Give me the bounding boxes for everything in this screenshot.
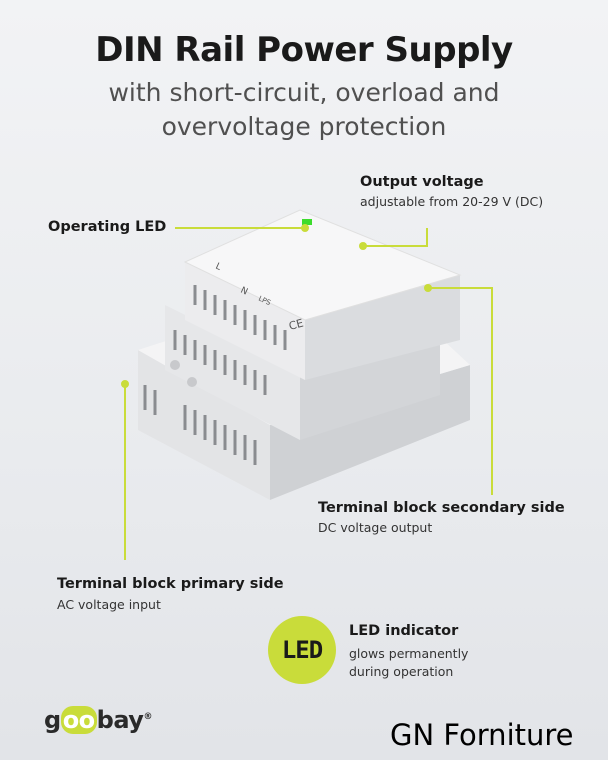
primary-terminal-title: Terminal block primary side [57, 576, 284, 592]
operating-led-light [302, 219, 312, 225]
svg-text:CE: CE [287, 317, 305, 333]
primary-terminal-desc: AC voltage input [57, 597, 161, 612]
goobay-logo: goobay® [44, 706, 152, 734]
subtitle-line-1: with short-circuit, overload and [108, 78, 500, 107]
led-indicator-desc-1: glows permanently [349, 646, 469, 661]
subtitle-line-2: overvoltage protection [161, 112, 447, 141]
secondary-terminal-title: Terminal block secondary side [318, 500, 565, 516]
callout-lines [124, 227, 493, 560]
output-voltage-title: Output voltage [360, 174, 484, 190]
svg-text:L: L [214, 262, 223, 273]
led-indicator-desc-2: during operation [349, 664, 454, 679]
svg-text:N: N [239, 286, 249, 298]
secondary-terminal-desc: DC voltage output [318, 520, 433, 535]
operating-led-title: Operating LED [48, 219, 167, 235]
led-badge-icon: LED [268, 616, 336, 684]
watermark-text: GN Forniture [390, 718, 574, 752]
output-voltage-desc: adjustable from 20-29 V (DC) [360, 194, 544, 209]
din-power-supply-device: L N LPS CE [138, 209, 470, 500]
led-indicator-title: LED indicator [349, 623, 459, 639]
page-title: DIN Rail Power Supply [95, 30, 513, 70]
